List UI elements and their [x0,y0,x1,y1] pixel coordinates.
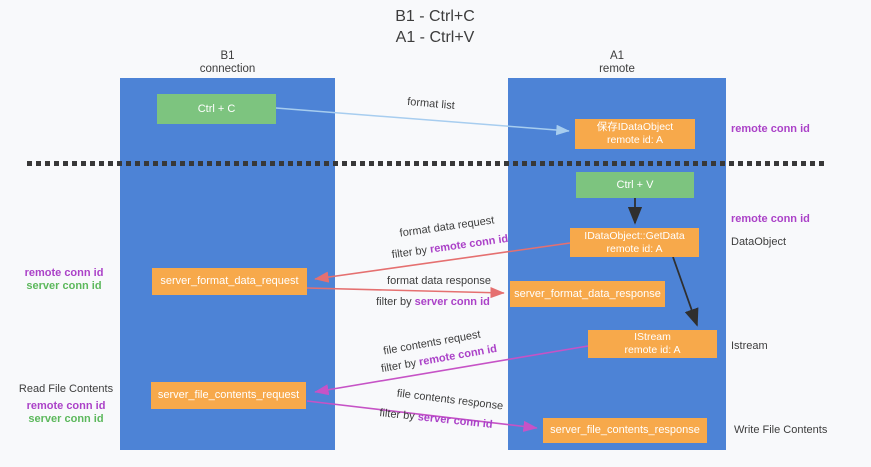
arrow-getdata-to-istream [672,256,699,327]
lane-b1-name: B1 [220,50,235,62]
arrow-file-contents-request [314,345,589,396]
node-istream-line2: remote id: A [624,344,681,356]
annotation-left-remote-conn-id-mid: remote conn id [24,267,104,279]
annotation-left-remote-conn-id-bottom: remote conn id [26,400,106,412]
node-save-idataobject-line2: remote id: A [606,134,664,146]
node-server-format-data-response-label: server_format_data_response [514,287,661,300]
diagram-title: B1 - Ctrl+C A1 - Ctrl+V [280,6,590,48]
node-server-format-data-request-label: server_format_data_request [160,275,299,287]
title-line-1: B1 - Ctrl+C [395,8,475,25]
lane-a1-role: remote [599,63,635,75]
node-save-idataobject: 保存IDataObject remote id: A [575,119,695,149]
node-ctrl-v-label: Ctrl + V [616,178,654,191]
node-server-format-data-request: server_format_data_request [152,268,307,295]
node-server-file-contents-request-label: server_file_contents_request [157,389,300,401]
node-getdata-line2: remote id: A [606,242,663,255]
annotation-left-server-conn-id-bottom: server conn id [28,413,104,425]
annotation-read-file-contents: Read File Contents [18,383,114,395]
label-format-data-response: format data response [387,275,491,287]
annotation-left-conn-ids-bottom: remote conn id server conn id [15,400,117,426]
annotation-remote-conn-id-mid: remote conn id [731,213,810,225]
node-istream: IStream remote id: A [588,330,717,358]
arrow-file-contents-response [306,400,538,432]
node-server-format-data-response: server_format_data_response [510,281,665,307]
node-getdata-line1: IDataObject::GetData [584,229,685,242]
annotation-remote-conn-id-top: remote conn id [731,123,810,135]
node-server-file-contents-response: server_file_contents_response [543,418,707,443]
annotation-istream: Istream [731,340,768,352]
lane-header-b1: B1 connection [120,50,335,76]
node-server-file-contents-response-label: server_file_contents_response [550,424,700,436]
node-ctrl-v: Ctrl + V [576,172,694,198]
annotation-left-conn-ids-mid: remote conn id server conn id [13,267,115,293]
lane-a1-name: A1 [609,50,625,62]
lane-header-a1: A1 remote [508,50,726,76]
lane-b1-role: connection [199,63,256,75]
node-ctrl-c: Ctrl + C [157,94,276,124]
arrow-format-data-response [306,287,505,299]
annotation-dataobject: DataObject [731,236,787,248]
arrow-format-data-request [314,242,571,283]
node-ctrl-c-label: Ctrl + C [197,102,236,115]
arrow-format-list [275,107,570,136]
dashed-divider-line [27,161,828,166]
label-format-data-response-filter: filter by server conn id [376,296,490,308]
node-server-file-contents-request: server_file_contents_request [151,382,306,409]
title-line-2: A1 - Ctrl+V [395,29,475,46]
annotation-write-file-contents: Write File Contents [734,424,828,436]
node-istream-line1: IStream [634,331,671,343]
node-idataobject-getdata: IDataObject::GetData remote id: A [570,228,699,257]
annotation-left-server-conn-id-mid: server conn id [26,280,102,292]
node-save-idataobject-line1: 保存IDataObject [596,121,674,133]
